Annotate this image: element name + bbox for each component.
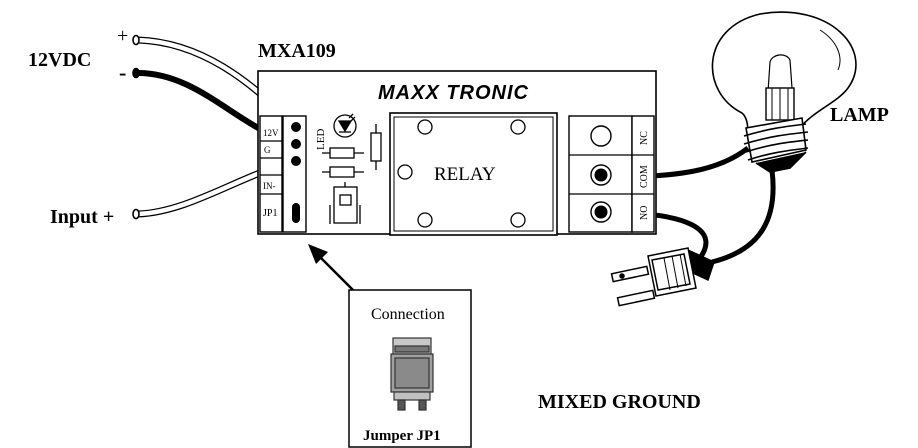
power-minus-sign: - — [119, 60, 126, 85]
brand-logo: MAXX TRONIC — [378, 82, 529, 104]
terminal-label-g: G — [264, 145, 271, 155]
jumper-title: Connection — [371, 306, 445, 323]
power-plus-sign: + — [117, 25, 128, 47]
input-label: Input + — [50, 206, 114, 228]
jumper-label: Jumper JP1 — [363, 428, 441, 444]
resistor-1 — [322, 147, 364, 159]
wire-lamp-to-plug — [711, 169, 776, 265]
jumper-icon — [390, 337, 434, 411]
transistor-icon — [329, 182, 361, 224]
relay-label: RELAY — [434, 164, 496, 185]
power-plug-icon — [610, 247, 715, 307]
power-label: 12VDC — [28, 49, 91, 71]
led-icon — [333, 113, 357, 138]
model-label: MXA109 — [258, 40, 336, 62]
terminal-label-12v: 12V — [263, 128, 279, 138]
lamp-label: LAMP — [830, 104, 889, 126]
terminal-label-jp1: JP1 — [263, 208, 277, 219]
left-terminal-screws — [291, 122, 301, 223]
terminal-label-no: NO — [639, 206, 650, 220]
terminal-label-com: COM — [639, 165, 650, 188]
left-terminal-block: 12V G IN- JP1 — [259, 115, 307, 233]
wire-end-rings — [132, 34, 140, 220]
terminal-label-in: IN- — [263, 181, 276, 191]
mode-label: MIXED GROUND — [538, 391, 701, 413]
lamp-icon — [711, 11, 857, 173]
right-terminal-block — [568, 115, 655, 233]
resistor-3-vertical — [370, 124, 382, 170]
resistor-2 — [322, 166, 364, 178]
led-label: LED — [315, 129, 327, 150]
jumper-callout-arrow — [308, 244, 356, 293]
relay-component — [389, 112, 558, 236]
terminal-label-nc: NC — [639, 131, 650, 145]
